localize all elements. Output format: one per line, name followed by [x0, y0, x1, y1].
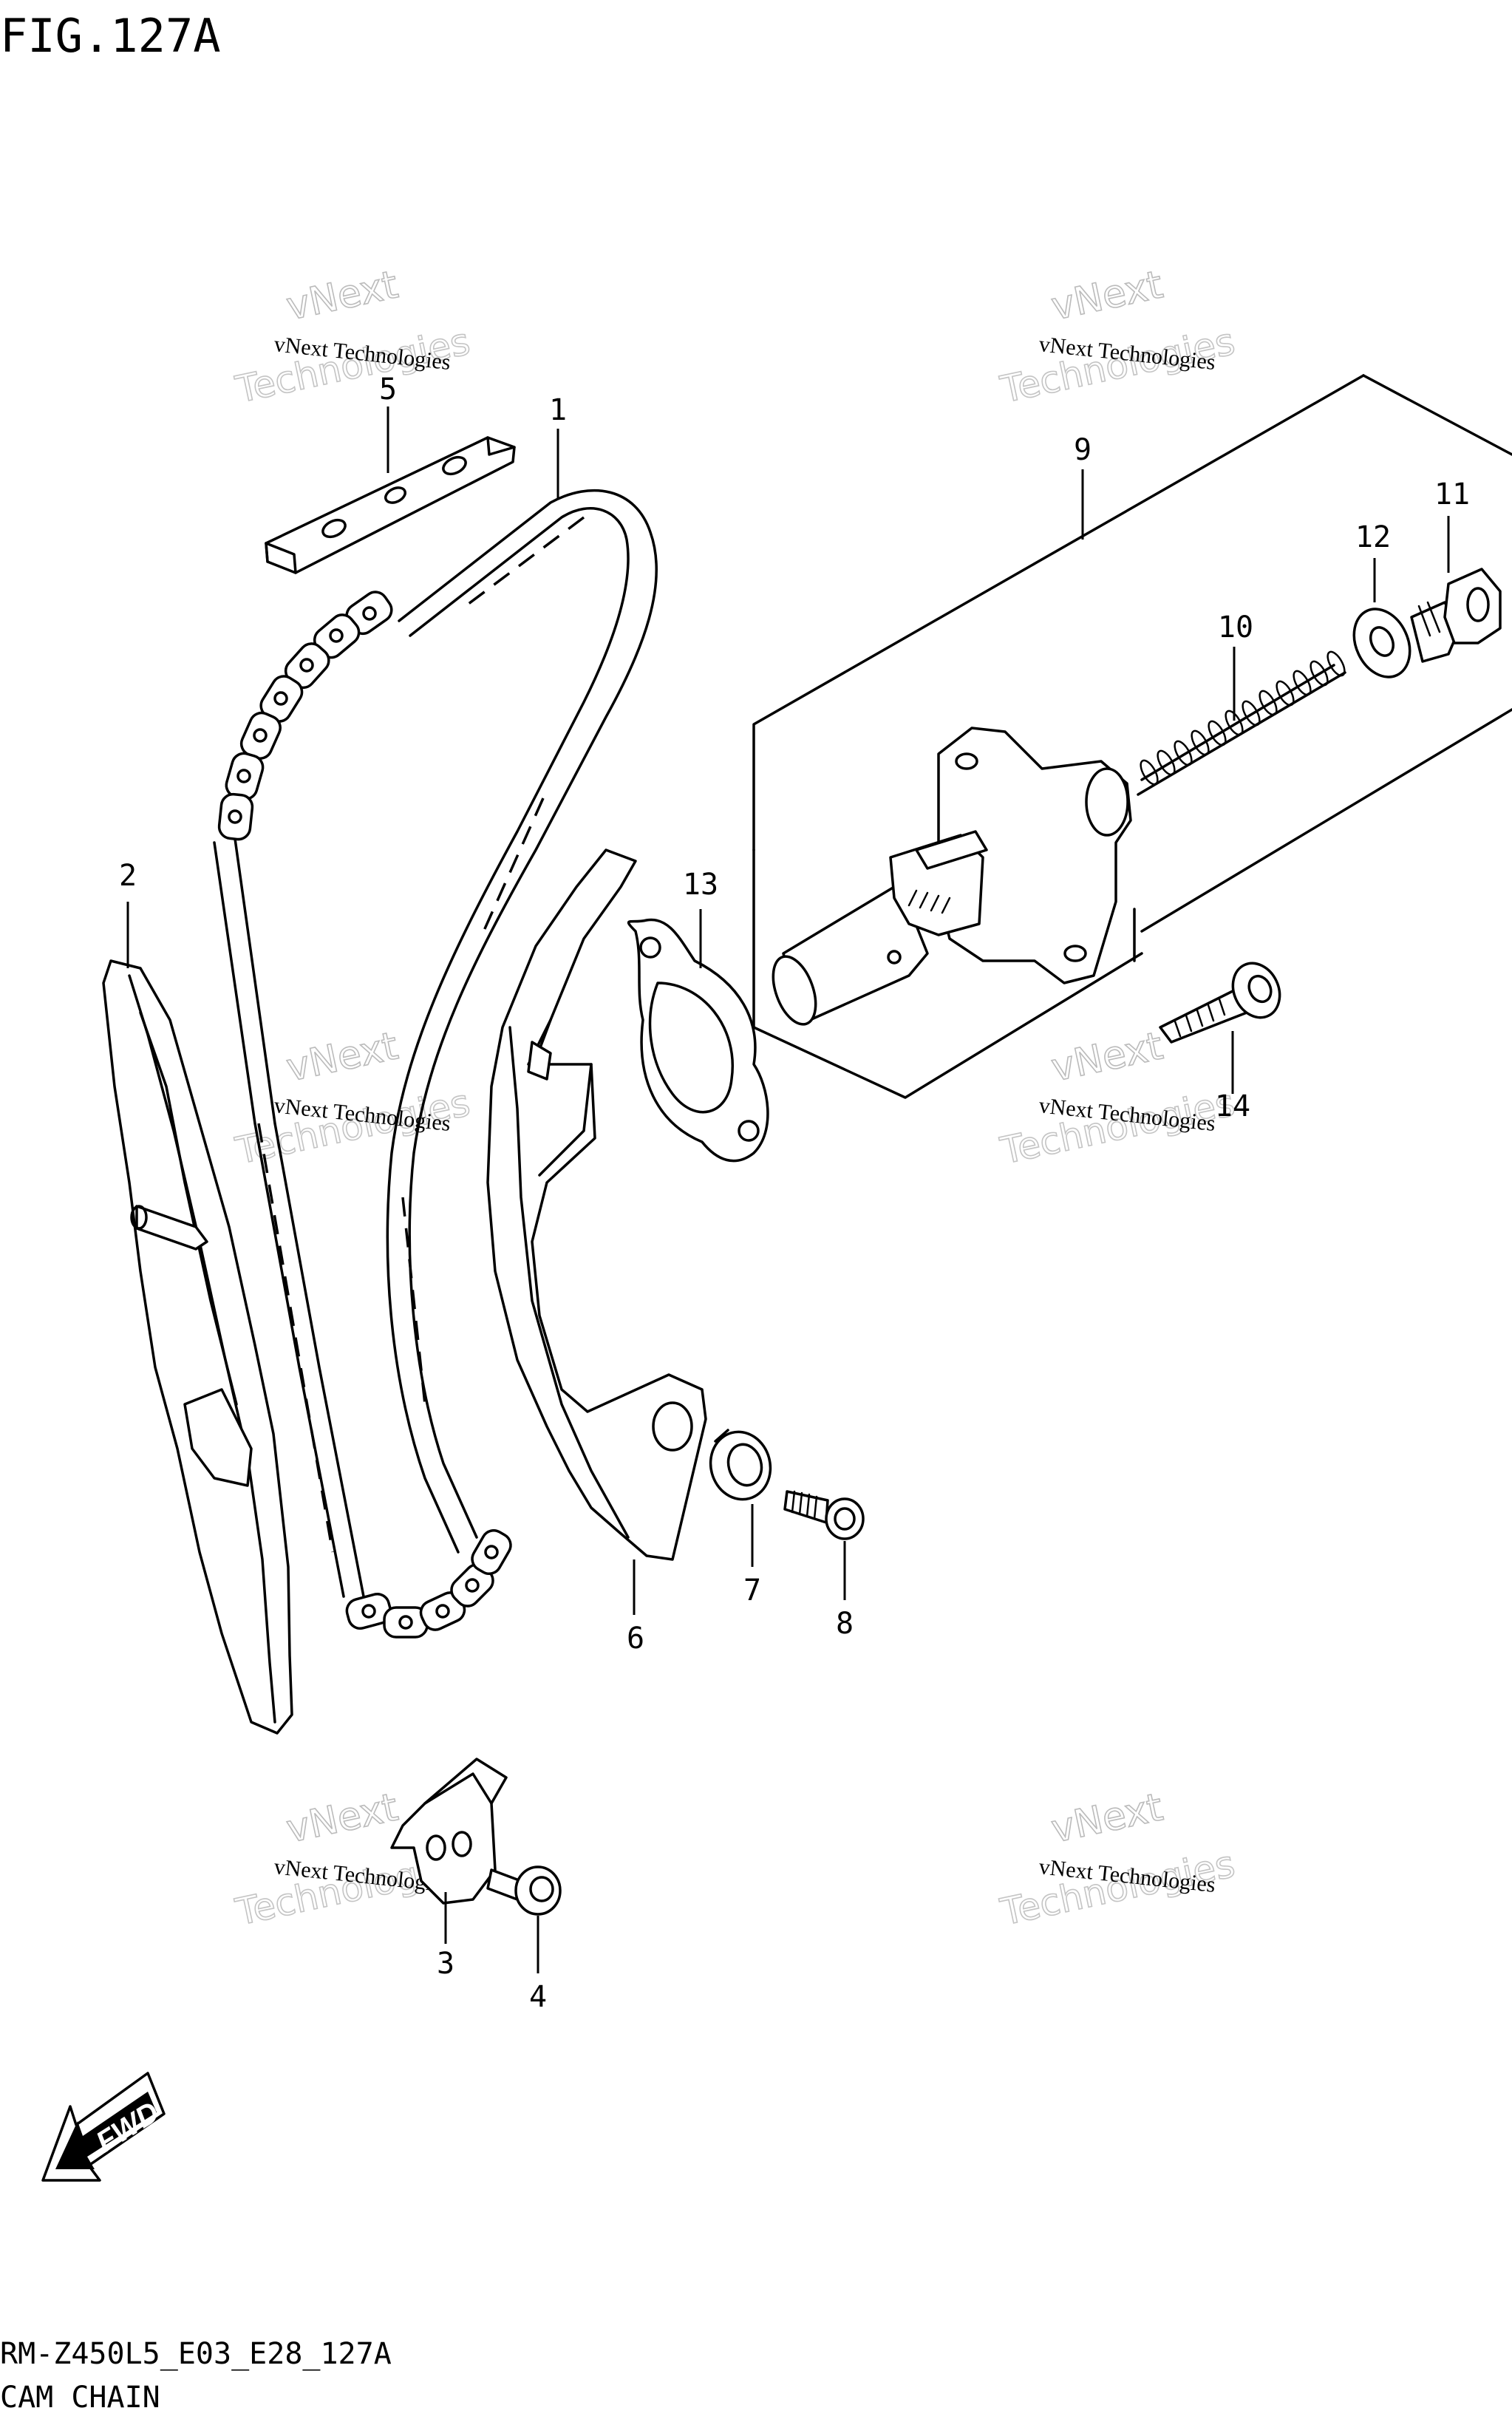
part-9-tensioner-assembly [752, 374, 1512, 1099]
svg-text:vNext: vNext [1048, 262, 1167, 329]
fwd-arrow-icon: FWD [41, 2072, 166, 2182]
part-6-tensioner-guide [486, 848, 707, 1561]
leader-lines [126, 406, 1450, 1973]
callout-9: 9 [1074, 433, 1092, 467]
callout-5: 5 [379, 373, 397, 406]
part-7-collar [709, 1429, 772, 1501]
part-4-bolt [486, 1865, 562, 1916]
svg-text:vNext: vNext [283, 1785, 402, 1851]
callout-14: 14 [1215, 1089, 1250, 1123]
callout-2: 2 [119, 859, 137, 893]
watermark-mid-left: vNext Technologies vNext Technologies [231, 1024, 474, 1174]
callout-12: 12 [1355, 520, 1391, 554]
figure-name: CAM CHAIN [0, 2381, 160, 2415]
callout-3: 3 [437, 1947, 454, 1981]
callout-1: 1 [549, 393, 567, 427]
watermark-top-right: vNext Technologies vNext Technologies [996, 262, 1239, 412]
svg-text:vNext: vNext [1048, 1024, 1167, 1090]
part-12-washer [1352, 608, 1411, 678]
callout-10: 10 [1218, 610, 1253, 644]
svg-text:vNext: vNext [1048, 1785, 1167, 1851]
part-13-gasket [627, 918, 769, 1163]
figure-title: FIG.127A [0, 9, 221, 63]
part-8-bolt [783, 1490, 865, 1540]
watermark-top-left: vNext Technologies vNext Technologies [231, 262, 474, 412]
part-1-cam-chain [213, 489, 658, 1639]
callout-labels: 1 2 3 4 5 6 7 8 9 10 11 12 13 14 [119, 373, 1470, 2014]
watermark-mid-right: vNext Technologies vNext Technologies [996, 1024, 1239, 1174]
callout-4: 4 [529, 1980, 547, 2014]
part-10-spring [1137, 650, 1346, 796]
part-2-chain-guide [102, 959, 293, 1735]
svg-text:vNext: vNext [283, 262, 402, 329]
callout-13: 13 [683, 868, 718, 902]
callout-8: 8 [836, 1607, 854, 1641]
part-5-guide-plate [265, 436, 516, 574]
svg-text:vNext: vNext [283, 1024, 402, 1090]
part-14-bolt [1159, 962, 1281, 1044]
model-code: RM-Z450L5_E03_E28_127A [0, 2337, 392, 2371]
part-11-plug-bolt [1410, 568, 1502, 663]
callout-11: 11 [1434, 477, 1470, 511]
part-3-bracket [390, 1758, 508, 1905]
callout-7: 7 [743, 1574, 761, 1608]
watermark-bottom-right: vNext Technologies vNext Technologies [996, 1785, 1239, 1935]
callout-6: 6 [627, 1622, 644, 1656]
